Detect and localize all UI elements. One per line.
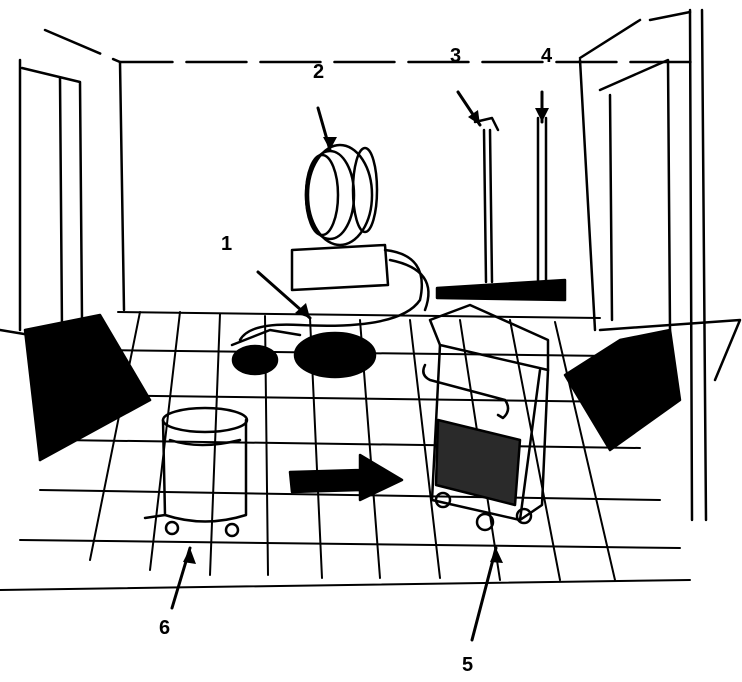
callout-1: 1 — [221, 234, 232, 254]
callout-2: 2 — [313, 62, 324, 82]
floor-machine — [232, 330, 375, 377]
callout-5: 5 — [462, 655, 473, 675]
hose-reel — [240, 145, 428, 340]
mop — [538, 118, 546, 285]
bucket — [145, 408, 247, 536]
callout-3: 3 — [450, 46, 461, 66]
callout-6: 6 — [159, 618, 170, 638]
direction-arrow — [290, 455, 402, 500]
right-tray — [565, 320, 740, 450]
left-tray — [25, 315, 150, 460]
back-wall — [45, 20, 700, 330]
left-door — [0, 60, 82, 340]
callout-4: 4 — [541, 46, 552, 66]
